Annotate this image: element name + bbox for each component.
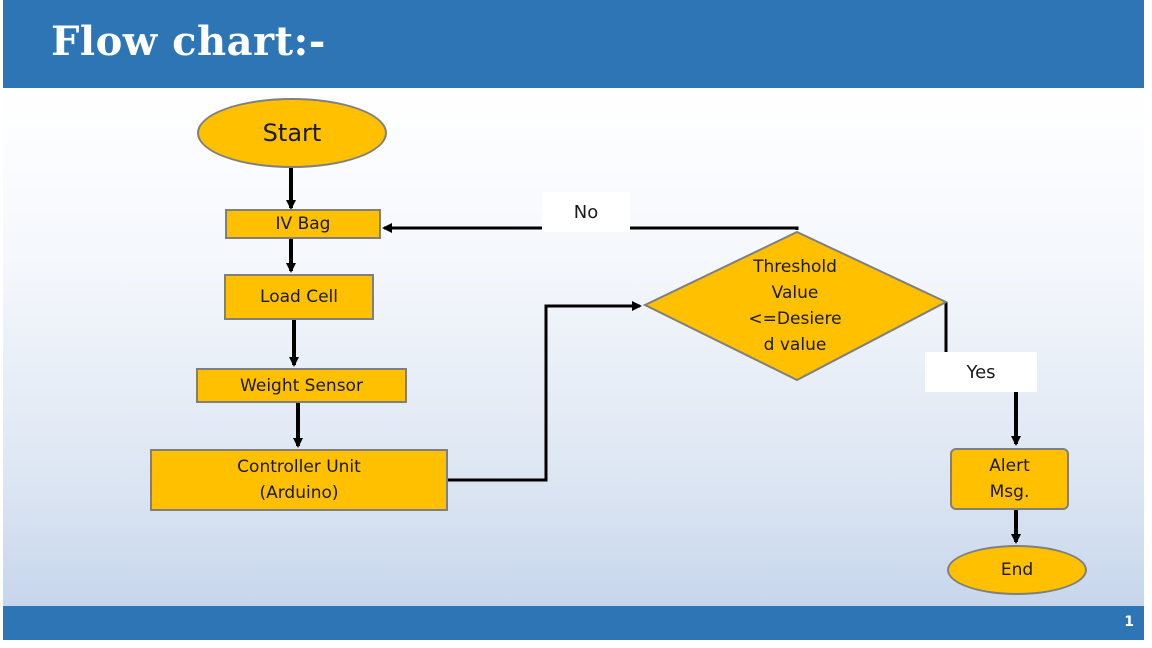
decision-label: Threshold Value <=Desiere d value [748, 257, 842, 355]
end-node: End [947, 545, 1087, 595]
no-label: No [542, 192, 630, 232]
slide-footer: 1 [3, 606, 1144, 640]
load-cell-node: Load Cell [224, 274, 374, 320]
controller-unit-node: Controller Unit (Arduino) [150, 449, 448, 511]
yes-label: Yes [925, 352, 1037, 392]
iv-bag-node: IV Bag [225, 209, 381, 239]
start-node: Start [197, 98, 387, 168]
alert-msg-node: Alert Msg. [950, 448, 1069, 510]
slide-body [3, 88, 1144, 606]
arrow-decision-no-to-ivbag [382, 223, 799, 233]
arrow-controller-to-decision [448, 301, 642, 482]
slide-header: Flow chart:- [3, 0, 1144, 88]
slide-title: Flow chart:- [51, 18, 326, 65]
page-number: 1 [1124, 614, 1134, 630]
weight-sensor-node: Weight Sensor [196, 368, 407, 403]
decision-diamond [642, 230, 949, 382]
